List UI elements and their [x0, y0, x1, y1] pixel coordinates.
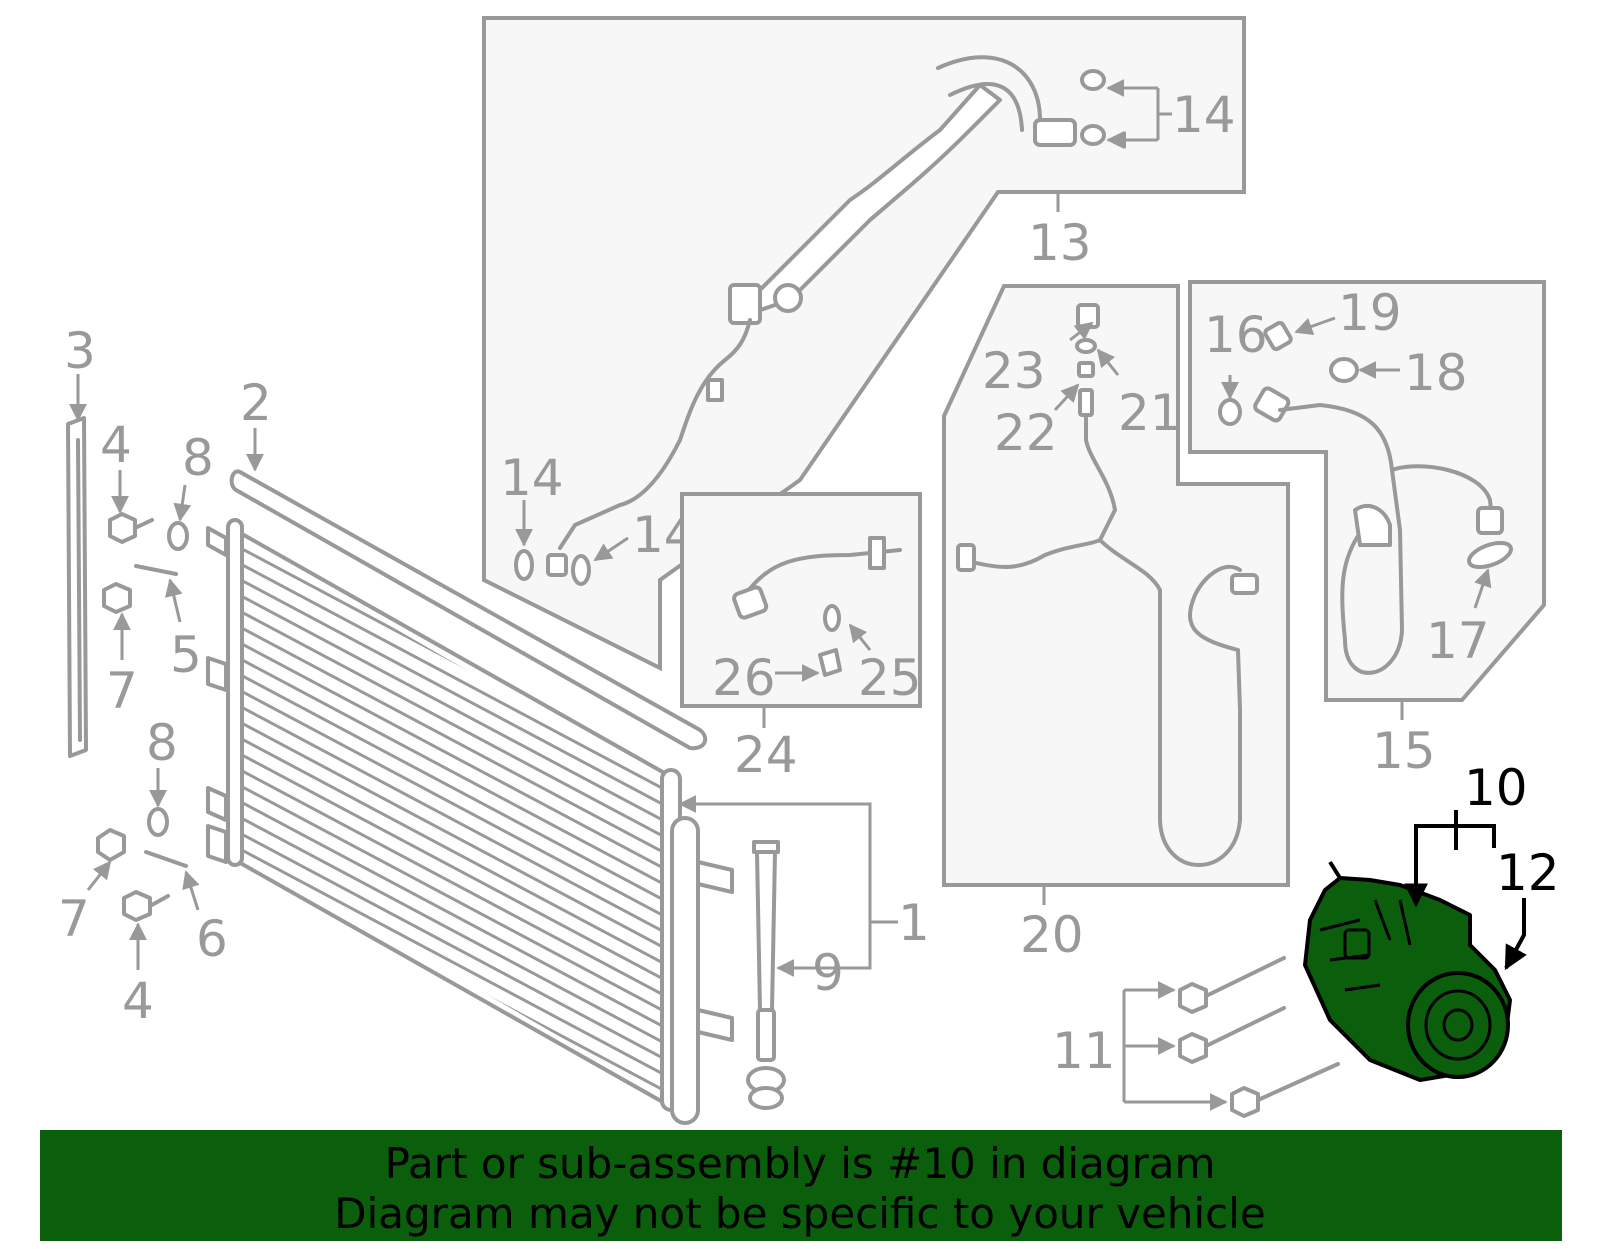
bolt-icon: [1178, 982, 1208, 1014]
callout-19: 19: [1338, 284, 1402, 342]
nut-icon: [96, 828, 126, 862]
bolt-icon: [122, 890, 152, 922]
compressor-bolts: 11: [1052, 956, 1340, 1118]
callout-20: 20: [1020, 906, 1084, 964]
callout-5: 5: [170, 626, 202, 684]
callout-14: 14: [500, 449, 564, 507]
callout-8: 8: [182, 429, 214, 487]
banner-background: [40, 1130, 1562, 1241]
callout-7: 7: [106, 662, 138, 720]
callout-7: 7: [58, 890, 90, 948]
seal-strip: [229, 469, 708, 751]
box-20-liquid-line: 23 21 22 20: [942, 284, 1290, 964]
callout-25: 25: [858, 649, 922, 707]
drier-element: 9: [746, 840, 844, 1110]
left-bracket-hardware: 3 4 8 5 7 8 7 6 4: [58, 322, 228, 1030]
o-ring-icon: [514, 549, 534, 581]
callout-10: 10: [1464, 759, 1528, 817]
callout-17: 17: [1426, 612, 1490, 670]
callout-14: 14: [1172, 86, 1236, 144]
bolt-icon: [1178, 1032, 1208, 1064]
callout-24: 24: [734, 726, 798, 784]
banner-line-1: Part or sub-assembly is #10 in diagram: [385, 1139, 1216, 1188]
pin-icon: [134, 564, 178, 576]
callout-6: 6: [196, 910, 228, 968]
callout-22: 22: [994, 404, 1058, 462]
box-24-line: 26 25 24: [680, 492, 922, 784]
callout-4: 4: [122, 972, 154, 1030]
box-13-suction-line: 14 13 14 14: [482, 16, 1246, 672]
callout-26: 26: [712, 649, 776, 707]
callout-12: 12: [1496, 844, 1560, 902]
callout-1: 1: [898, 894, 930, 952]
o-ring-icon: [1080, 124, 1106, 146]
grommet-icon: [167, 521, 189, 551]
callout-23: 23: [982, 342, 1046, 400]
callout-18: 18: [1404, 344, 1468, 402]
callout-16: 16: [1204, 306, 1268, 364]
callout-2: 2: [240, 374, 272, 432]
condenser-assembly: 1 2: [206, 374, 930, 1125]
pin-icon: [144, 850, 188, 868]
banner-line-2: Diagram may not be specific to your vehi…: [334, 1189, 1265, 1238]
callout-4: 4: [100, 416, 132, 474]
callout-9: 9: [812, 944, 844, 1002]
bolt-icon: [108, 512, 137, 544]
grommet-icon: [147, 807, 169, 837]
receiver-drier-tube: [670, 816, 700, 1125]
callout-3: 3: [64, 322, 96, 380]
info-banner: Part or sub-assembly is #10 in diagram D…: [40, 1130, 1562, 1241]
callout-11: 11: [1052, 1022, 1116, 1080]
clutch-pulley: [1406, 971, 1510, 1079]
o-ring-icon: [571, 554, 591, 586]
nut-icon: [102, 582, 132, 614]
bolt-icon: [1230, 1086, 1260, 1118]
callout-8: 8: [146, 714, 178, 772]
callout-21: 21: [1118, 384, 1182, 442]
o-ring-icon: [1080, 69, 1106, 91]
callout-13: 13: [1028, 214, 1092, 272]
callout-15: 15: [1372, 722, 1436, 780]
ac-compressor-highlighted: 10 12: [1303, 759, 1560, 1082]
box-15-discharge-line: 19 16 18 17 15: [1188, 280, 1546, 780]
